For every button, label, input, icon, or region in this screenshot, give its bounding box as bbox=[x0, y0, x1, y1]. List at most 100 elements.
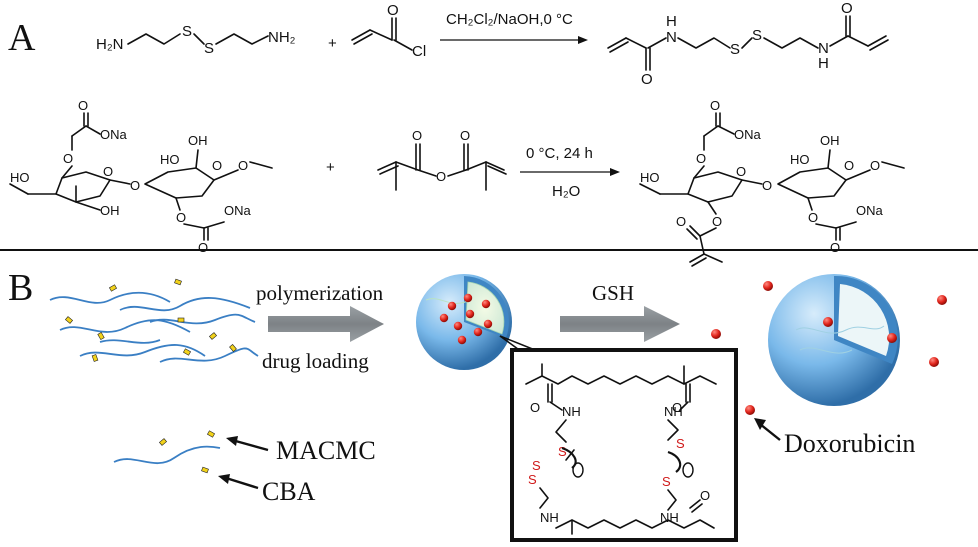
panel-b-label: B bbox=[8, 267, 33, 309]
loaded-drug-dots bbox=[439, 293, 493, 345]
svg-text:H₂O: H₂O bbox=[552, 183, 580, 200]
svg-text:O: O bbox=[212, 158, 222, 173]
svg-text:OH: OH bbox=[820, 133, 840, 148]
svg-text:S: S bbox=[532, 458, 541, 473]
svg-text:O: O bbox=[676, 214, 686, 229]
svg-text:O: O bbox=[736, 164, 746, 179]
svg-text:S: S bbox=[730, 41, 740, 58]
svg-text:O: O bbox=[870, 158, 880, 173]
svg-text:ONa: ONa bbox=[734, 127, 762, 142]
svg-text:HO: HO bbox=[790, 152, 810, 167]
svg-text:O: O bbox=[387, 2, 399, 19]
svg-text:ONa: ONa bbox=[100, 127, 128, 142]
cmc-structure: O ONa O O HO OH O O HO OH O O ONa bbox=[9, 98, 273, 255]
svg-text:S: S bbox=[752, 27, 762, 44]
svg-text:O: O bbox=[436, 169, 446, 184]
svg-text:O: O bbox=[712, 214, 722, 229]
drug-dot bbox=[763, 281, 773, 291]
svg-text:GSH: GSH bbox=[592, 281, 634, 305]
drug-dot bbox=[929, 357, 939, 367]
svg-text:NH₂: NH₂ bbox=[268, 29, 296, 46]
svg-text:O: O bbox=[198, 240, 208, 255]
inset-box: O NH S S S NH O NH S S NH O bbox=[510, 348, 738, 542]
drug-dot bbox=[937, 295, 947, 305]
svg-text:CH₂Cl₂/NaOH,0 °C: CH₂Cl₂/NaOH,0 °C bbox=[446, 11, 573, 28]
svg-text:NH: NH bbox=[540, 510, 559, 525]
drug-dot bbox=[439, 313, 449, 323]
drug-dot bbox=[447, 301, 457, 311]
process-arrow-1: polymerization drug loading bbox=[256, 281, 384, 373]
reaction-arrow-row2: 0 °C, 24 h H₂O bbox=[520, 145, 620, 200]
svg-text:NH: NH bbox=[664, 404, 683, 419]
drug-dot bbox=[453, 321, 463, 331]
svg-text:O: O bbox=[762, 178, 772, 193]
svg-text:S: S bbox=[676, 436, 685, 451]
acryloyl-chloride-structure: O Cl bbox=[351, 2, 426, 60]
svg-text:O: O bbox=[103, 164, 113, 179]
drug-dot bbox=[473, 327, 483, 337]
svg-text:O: O bbox=[130, 178, 140, 193]
methacrylic-anhydride-structure: O O O bbox=[377, 128, 507, 191]
loaded-nanogel bbox=[416, 274, 512, 370]
svg-text:H₂N: H₂N bbox=[96, 36, 124, 53]
svg-text:H: H bbox=[818, 55, 829, 72]
svg-text:NH: NH bbox=[562, 404, 581, 419]
drug-dot bbox=[457, 335, 467, 345]
svg-text:O: O bbox=[841, 0, 853, 17]
svg-text:O: O bbox=[412, 128, 422, 143]
legend-chain: MACMC CBA bbox=[113, 430, 376, 506]
svg-text:O: O bbox=[700, 488, 710, 503]
bac-structure: O H N S S N H O bbox=[607, 0, 889, 88]
svg-text:drug loading: drug loading bbox=[262, 349, 369, 373]
macmc-structure: O ONa O O HO O O O O HO OH O O bbox=[639, 98, 905, 267]
svg-text:S: S bbox=[528, 472, 537, 487]
drug-dot bbox=[745, 405, 755, 415]
plus-row2: + bbox=[326, 159, 335, 176]
panel-a-label: A bbox=[8, 17, 36, 59]
svg-text:O: O bbox=[176, 210, 186, 225]
svg-text:N: N bbox=[818, 40, 829, 57]
drug-dot bbox=[483, 319, 493, 329]
drug-dot bbox=[481, 299, 491, 309]
svg-text:O: O bbox=[78, 98, 88, 113]
svg-text:O: O bbox=[710, 98, 720, 113]
svg-text:O: O bbox=[641, 71, 653, 88]
drug-dot bbox=[887, 333, 897, 343]
svg-text:ONa: ONa bbox=[224, 203, 252, 218]
svg-text:HO: HO bbox=[160, 152, 180, 167]
drug-dot bbox=[465, 309, 475, 319]
svg-text:O: O bbox=[460, 128, 470, 143]
drug-dot bbox=[823, 317, 833, 327]
released-nanogel bbox=[768, 274, 900, 406]
svg-text:O: O bbox=[844, 158, 854, 173]
svg-text:polymerization: polymerization bbox=[256, 281, 384, 305]
svg-text:Doxorubicin: Doxorubicin bbox=[784, 429, 915, 458]
svg-text:CBA: CBA bbox=[262, 477, 316, 506]
svg-text:O: O bbox=[63, 151, 73, 166]
svg-text:OH: OH bbox=[100, 203, 120, 218]
svg-text:0 °C, 24 h: 0 °C, 24 h bbox=[526, 145, 593, 162]
polymer-chains bbox=[49, 291, 259, 363]
svg-text:S: S bbox=[182, 23, 192, 40]
svg-text:O: O bbox=[808, 210, 818, 225]
drug-dot bbox=[711, 329, 721, 339]
svg-text:O: O bbox=[238, 158, 248, 173]
svg-text:N: N bbox=[666, 29, 677, 46]
doxorubicin-callout: Doxorubicin bbox=[754, 418, 915, 458]
svg-text:O: O bbox=[830, 240, 840, 255]
svg-text:HO: HO bbox=[10, 170, 30, 185]
drug-dot bbox=[463, 293, 473, 303]
crosslinker-marks bbox=[64, 278, 237, 362]
svg-text:Cl: Cl bbox=[412, 43, 426, 60]
process-arrow-2: GSH bbox=[560, 281, 680, 342]
reaction-arrow-row1: CH₂Cl₂/NaOH,0 °C bbox=[440, 11, 588, 44]
svg-text:HO: HO bbox=[640, 170, 660, 185]
svg-text:MACMC: MACMC bbox=[276, 436, 376, 465]
plus-row1: + bbox=[328, 35, 337, 52]
svg-text:S: S bbox=[204, 40, 214, 57]
svg-text:H: H bbox=[666, 13, 677, 30]
svg-text:O: O bbox=[696, 151, 706, 166]
svg-text:OH: OH bbox=[188, 133, 208, 148]
svg-text:ONa: ONa bbox=[856, 203, 884, 218]
